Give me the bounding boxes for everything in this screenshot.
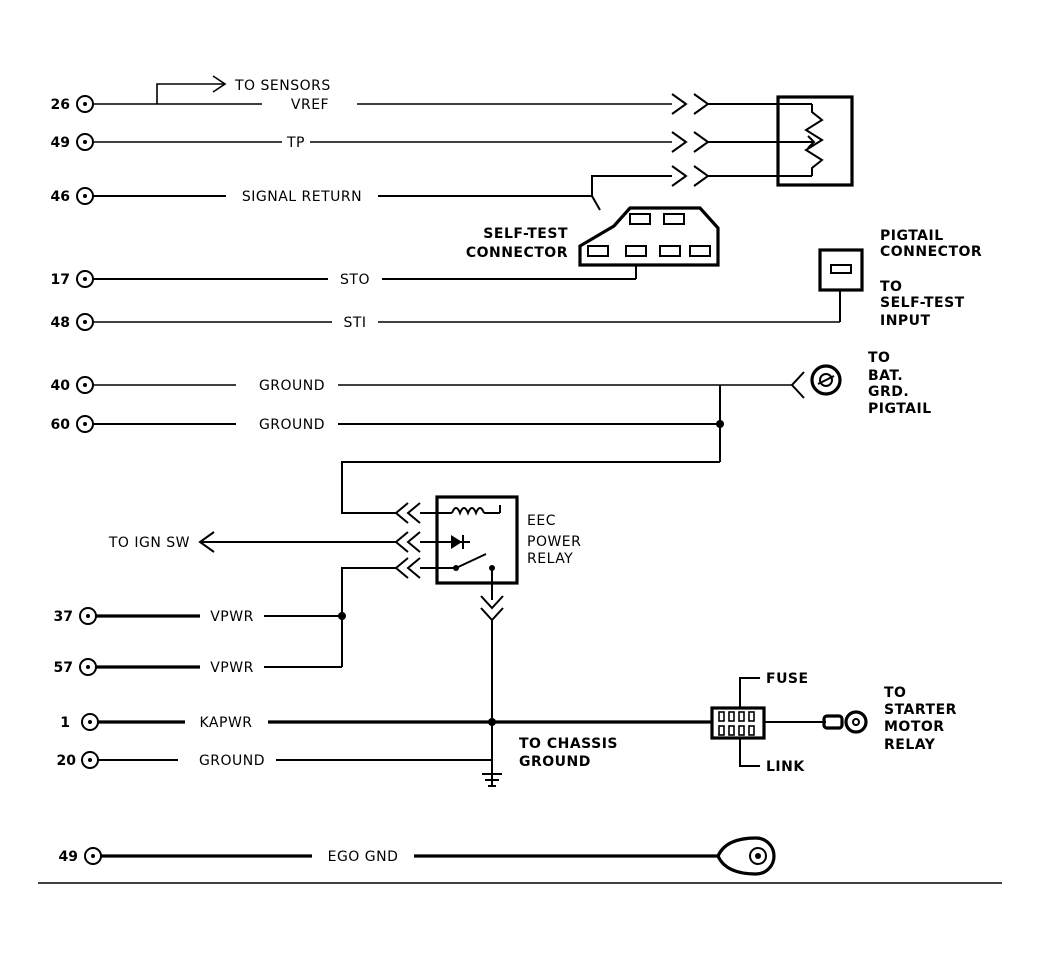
svg-text:STO: STO: [340, 272, 370, 288]
svg-text:SIGNAL RETURN: SIGNAL RETURN: [242, 189, 362, 205]
to-sensors-branch: TO SENSORS: [156, 75, 331, 104]
svg-text:EEC: EEC: [527, 513, 556, 529]
vpwr-bus: [338, 567, 396, 667]
svg-text:60: 60: [51, 417, 71, 433]
ego-ground-eyelet: [716, 836, 776, 876]
svg-text:SELF-TEST: SELF-TEST: [880, 295, 965, 311]
svg-text:TO SENSORS: TO SENSORS: [234, 78, 331, 94]
wire-vpwr-57: VPWR: [96, 660, 342, 676]
pin-terminal-49-tp: 49: [51, 133, 94, 151]
svg-text:VPWR: VPWR: [210, 609, 254, 625]
svg-text:GROUND: GROUND: [199, 753, 265, 769]
svg-text:EGO GND: EGO GND: [328, 849, 399, 865]
svg-text:TO: TO: [880, 279, 902, 295]
svg-text:1: 1: [60, 715, 70, 731]
svg-text:SELF-TEST: SELF-TEST: [483, 226, 568, 242]
svg-text:49: 49: [59, 849, 78, 865]
svg-text:48: 48: [51, 315, 70, 331]
wire-sti: STI: [93, 290, 841, 331]
svg-text:STARTER: STARTER: [884, 702, 957, 718]
wire-kapwr: KAPWR: [98, 715, 712, 731]
svg-text:CONNECTOR: CONNECTOR: [466, 245, 568, 261]
svg-text:RELAY: RELAY: [884, 737, 936, 753]
svg-text:49: 49: [51, 135, 70, 151]
pin-terminal-26: 26: [51, 95, 94, 113]
svg-text:57: 57: [54, 660, 73, 676]
svg-text:46: 46: [51, 189, 70, 205]
svg-text:INPUT: INPUT: [880, 313, 931, 329]
pin-terminal-17: 17: [51, 270, 94, 288]
pin-terminal-40: 40: [51, 376, 94, 394]
svg-text:GROUND: GROUND: [519, 754, 591, 770]
pin-terminal-48: 48: [51, 313, 94, 331]
wire-ground-60: GROUND: [93, 417, 720, 433]
svg-text:STI: STI: [343, 315, 366, 331]
ground-bus: [341, 385, 724, 514]
svg-text:TO CHASSIS: TO CHASSIS: [519, 736, 618, 752]
wire-signal-return: SIGNAL RETURN: [93, 175, 672, 211]
pin-terminal-49-ego: 49: [59, 847, 102, 865]
svg-text:GROUND: GROUND: [259, 378, 325, 394]
wire-ground-20: GROUND: [98, 753, 492, 769]
svg-text:40: 40: [51, 378, 71, 394]
wire-to-ign-sw: TO IGN SW: [108, 531, 396, 553]
svg-text:RELAY: RELAY: [527, 551, 573, 567]
svg-text:37: 37: [54, 609, 73, 625]
throttle-position-sensor: [776, 95, 854, 187]
pigtail-connector: PIGTAIL CONNECTOR TO SELF-TEST INPUT: [818, 228, 982, 329]
svg-text:PIGTAIL: PIGTAIL: [868, 401, 932, 417]
wire-tp: TP: [93, 135, 672, 151]
wire-ego-gnd: EGO GND: [101, 849, 720, 865]
svg-text:PIGTAIL: PIGTAIL: [880, 228, 944, 244]
svg-text:TP: TP: [286, 135, 305, 151]
svg-text:17: 17: [51, 272, 70, 288]
svg-text:VPWR: VPWR: [210, 660, 254, 676]
relay-connector-arrows: [394, 502, 437, 579]
self-test-connector: SELF-TEST CONNECTOR: [466, 206, 720, 267]
svg-text:KAPWR: KAPWR: [199, 715, 252, 731]
svg-text:BAT.: BAT.: [868, 368, 903, 384]
svg-text:POWER: POWER: [527, 534, 581, 550]
wire-vpwr-37: VPWR: [96, 609, 342, 625]
wire-vref: VREF: [93, 97, 672, 113]
wire-ground-40: GROUND: [93, 378, 792, 394]
pin-terminal-57: 57: [54, 658, 97, 676]
eec-power-relay: EEC POWER RELAY: [435, 495, 581, 600]
svg-text:20: 20: [57, 753, 77, 769]
wire-sto: STO: [93, 265, 637, 288]
starter-relay-terminal: TO STARTER MOTOR RELAY: [822, 685, 957, 753]
relay-output-arrows: [480, 595, 504, 760]
pin-terminal-46: 46: [51, 187, 94, 205]
svg-text:FUSE: FUSE: [766, 671, 809, 687]
svg-text:LINK: LINK: [766, 759, 805, 775]
fuse-link: FUSE LINK: [710, 671, 826, 775]
chassis-ground-symbol: TO CHASSIS GROUND: [482, 736, 618, 787]
pin-terminal-20: 20: [57, 751, 99, 769]
svg-text:TO: TO: [884, 685, 906, 701]
svg-text:GRD.: GRD.: [868, 384, 909, 400]
svg-text:TO IGN SW: TO IGN SW: [108, 535, 190, 551]
pin-terminal-1: 1: [60, 713, 99, 731]
svg-text:TO: TO: [868, 350, 890, 366]
svg-text:GROUND: GROUND: [259, 417, 325, 433]
battery-ground-pigtail: TO BAT. GRD. PIGTAIL: [790, 350, 932, 417]
svg-text:VREF: VREF: [291, 97, 329, 113]
pin-terminal-60: 60: [51, 415, 94, 433]
pin-terminal-37: 37: [54, 607, 97, 625]
sensor-connector-arrows: [671, 93, 800, 187]
svg-text:CONNECTOR: CONNECTOR: [880, 244, 982, 260]
svg-text:26: 26: [51, 97, 70, 113]
svg-text:MOTOR: MOTOR: [884, 719, 945, 735]
